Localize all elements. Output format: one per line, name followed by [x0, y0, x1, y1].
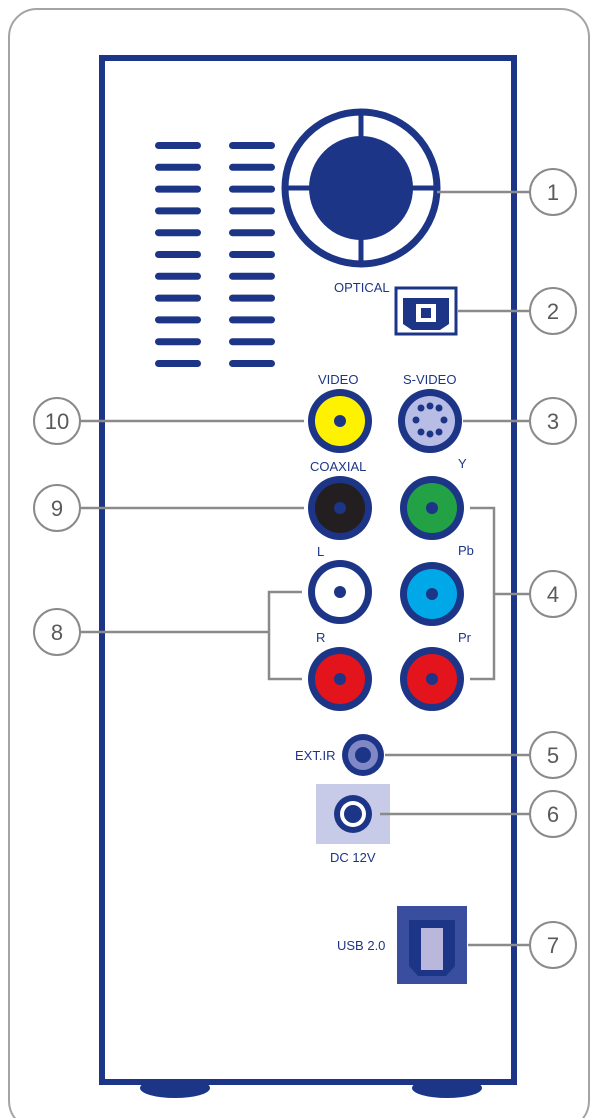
- coaxial-jack-pin: [334, 502, 346, 514]
- callout-7-number: 7: [547, 933, 559, 958]
- usb-label: USB 2.0: [337, 938, 385, 953]
- vent-slot-right-5: [229, 229, 275, 237]
- leader-lines: [80, 190, 530, 947]
- vent-slot-right-2: [229, 163, 275, 171]
- video-rca-jack: [308, 389, 372, 453]
- callout-2-number: 2: [547, 299, 559, 324]
- fan-hub: [309, 136, 413, 240]
- coaxial-rca-jack: [308, 476, 372, 540]
- svideo-port: [398, 389, 462, 453]
- dc-power-port: [316, 784, 390, 844]
- l-label: L: [317, 544, 324, 559]
- callout-3-number: 3: [547, 409, 559, 434]
- callout-2: 2: [529, 287, 577, 335]
- vent-slot-left-2: [155, 163, 201, 171]
- vent-slot-right-8: [229, 294, 275, 302]
- vent-slot-right-11: [229, 360, 275, 367]
- pb-jack-pin: [426, 588, 438, 600]
- pb-label: Pb: [458, 543, 474, 558]
- vent-slot-right-7: [229, 272, 275, 280]
- vent-slot-left-1: [155, 142, 201, 149]
- callout-9-number: 9: [51, 496, 63, 521]
- svideo-label: S-VIDEO: [403, 372, 456, 387]
- callout-7: 7: [529, 921, 577, 969]
- leader-8-bracket: [267, 590, 302, 681]
- usb-port: [397, 906, 467, 984]
- vent-slot-right-1: [229, 142, 275, 149]
- callout-10-number: 10: [45, 409, 69, 434]
- callout-4-number: 4: [547, 582, 559, 607]
- vent-column-left: [155, 142, 201, 367]
- svideo-face: [405, 396, 455, 446]
- l-jack-pin: [334, 586, 346, 598]
- usb-tongue: [421, 928, 443, 970]
- callout-8-number: 8: [51, 620, 63, 645]
- y-component-jack: [400, 476, 464, 540]
- optical-port: [394, 286, 458, 336]
- vent-slot-left-8: [155, 294, 201, 302]
- r-label: R: [316, 630, 325, 645]
- y-label: Y: [458, 456, 467, 471]
- callout-6-number: 6: [547, 802, 559, 827]
- vent-slot-left-5: [155, 229, 201, 237]
- dc-label: DC 12V: [330, 850, 376, 865]
- extir-hole: [355, 747, 371, 763]
- callout-3: 3: [529, 397, 577, 445]
- y-jack-pin: [426, 502, 438, 514]
- callout-10: 10: [33, 397, 81, 445]
- callouts: 1 2 3 4 5 6 7 8: [33, 168, 577, 969]
- vent-slot-right-9: [229, 316, 275, 324]
- video-jack-pin: [334, 415, 346, 427]
- extir-port: [342, 734, 384, 776]
- vent-slot-left-10: [155, 338, 201, 346]
- vent-slot-right-10: [229, 338, 275, 346]
- vent-column-right: [229, 142, 275, 367]
- vent-slot-right-4: [229, 207, 275, 215]
- pr-component-jack: [400, 647, 464, 711]
- dc-jack-hole: [344, 805, 362, 823]
- callout-8: 8: [33, 608, 81, 656]
- vent-slot-left-6: [155, 251, 201, 258]
- pr-jack-pin: [426, 673, 438, 685]
- vent-slot-left-7: [155, 272, 201, 280]
- callout-5: 5: [529, 731, 577, 779]
- callout-1: 1: [529, 168, 577, 216]
- audio-right-jack: [308, 647, 372, 711]
- vent-grille: [155, 142, 275, 367]
- optical-label: OPTICAL: [334, 280, 390, 295]
- pb-component-jack: [400, 562, 464, 626]
- vent-slot-right-6: [229, 251, 275, 258]
- callout-6: 6: [529, 790, 577, 838]
- pr-label: Pr: [458, 630, 472, 645]
- audio-left-jack: [308, 560, 372, 624]
- vent-slot-left-11: [155, 360, 201, 367]
- callout-4: 4: [529, 570, 577, 618]
- callout-9: 9: [33, 484, 81, 532]
- fan: [281, 108, 441, 268]
- vent-slot-left-9: [155, 316, 201, 324]
- svideo-pins: [412, 402, 448, 438]
- extir-label: EXT.IR: [295, 748, 335, 763]
- callout-5-number: 5: [547, 743, 559, 768]
- video-label: VIDEO: [318, 372, 358, 387]
- vent-slot-left-4: [155, 207, 201, 215]
- coaxial-label: COAXIAL: [310, 459, 366, 474]
- callout-1-number: 1: [547, 180, 559, 205]
- vent-slot-right-3: [229, 185, 275, 193]
- vent-slot-left-3: [155, 185, 201, 193]
- optical-port-core: [421, 308, 431, 318]
- r-jack-pin: [334, 673, 346, 685]
